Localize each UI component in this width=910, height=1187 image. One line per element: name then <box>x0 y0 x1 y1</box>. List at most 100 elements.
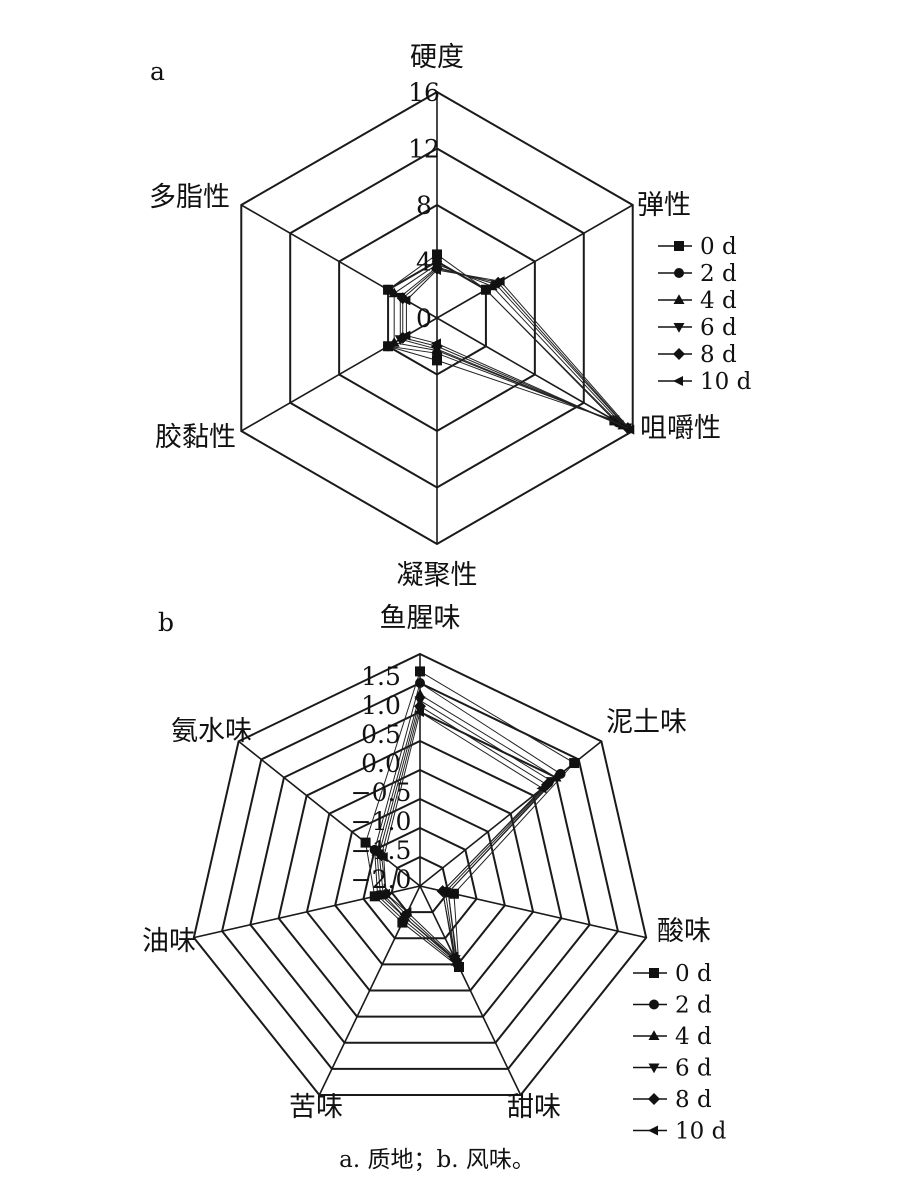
axis-spoke-3 <box>419 885 522 1096</box>
series-0-point-1 <box>569 758 580 769</box>
series-5-point-6 <box>377 852 388 863</box>
tick-label: 8 <box>416 191 432 220</box>
axis-label: 胶黏性 <box>155 422 236 453</box>
series-5-point-1 <box>536 783 547 794</box>
series-5-point-1 <box>494 276 505 287</box>
grid-ring-0 <box>390 855 450 914</box>
series-3 <box>394 263 633 434</box>
series-5-point-4 <box>401 907 412 918</box>
axis-label: 硬度 <box>410 42 464 73</box>
series-2-point-4 <box>388 336 400 347</box>
legend-label: 4 d <box>700 288 737 314</box>
tick-label: 1.5 <box>361 662 401 691</box>
series-0-point-0 <box>432 249 442 260</box>
series-4 <box>396 262 634 435</box>
legend-marker <box>674 268 684 278</box>
tick-label: 12 <box>408 135 440 164</box>
legend-marker <box>648 1093 660 1105</box>
legend-label: 4 d <box>675 1024 712 1050</box>
legend-marker <box>648 1125 658 1136</box>
grid-ring-6 <box>221 681 619 1070</box>
series-1-point-0 <box>415 678 425 688</box>
legend-label: 0 d <box>675 961 712 987</box>
axis-label: 苦味 <box>289 1092 343 1123</box>
axis-label: 多脂性 <box>149 182 230 213</box>
legend-marker <box>649 999 659 1010</box>
legend-label: 8 d <box>675 1087 712 1113</box>
series-0-point-3 <box>432 355 442 366</box>
series-5-point-5 <box>400 295 411 306</box>
axis-label: 泥土味 <box>606 707 687 738</box>
series-5-point-0 <box>431 264 441 275</box>
series-1-line <box>374 682 562 966</box>
legend-label: 10 d <box>700 369 752 395</box>
tick-label: −0.5 <box>351 778 412 807</box>
grid-ring-3 <box>305 768 535 992</box>
series-4-line <box>380 705 548 961</box>
legend-marker <box>648 1063 660 1074</box>
series-5 <box>400 264 635 435</box>
axis-label: 甜味 <box>507 1092 561 1123</box>
series-5-point-2 <box>436 886 447 897</box>
series-5-point-3 <box>447 951 458 962</box>
tick-label: 0 <box>416 304 432 333</box>
series-5-point-0 <box>414 707 424 717</box>
legend-label: 0 d <box>700 234 737 260</box>
figure-caption: a. 质地；b. 风味。 <box>339 1147 535 1173</box>
grid-ring-4 <box>277 739 563 1018</box>
series-0-line <box>365 670 575 969</box>
legend-label: 2 d <box>675 993 712 1019</box>
tick-label: 4 <box>416 248 432 277</box>
legend-marker <box>648 1030 660 1040</box>
axis-label: 酸味 <box>657 916 711 947</box>
legend-marker <box>673 323 685 333</box>
series-3-point-1 <box>546 777 558 787</box>
axis-spoke-6 <box>238 740 421 887</box>
legend-marker <box>674 241 684 251</box>
series-2-line <box>376 693 557 963</box>
panel-letter: a <box>150 57 165 86</box>
legend-label: 6 d <box>700 315 737 341</box>
legend-marker <box>673 376 683 386</box>
axis-label: 油味 <box>142 926 196 957</box>
legend: 0 d2 d4 d6 d8 d10 d <box>658 234 752 395</box>
tick-label: 16 <box>408 78 440 107</box>
tick-label: −1.0 <box>351 807 412 836</box>
series-0-point-0 <box>415 666 425 677</box>
series-1-point-5 <box>383 284 394 295</box>
series-5-point-4 <box>400 330 411 341</box>
series-5-line <box>383 711 544 958</box>
series-2 <box>388 258 629 430</box>
axis-label: 弹性 <box>637 190 691 221</box>
tick-label: −2.0 <box>351 865 412 894</box>
tick-label: 0.0 <box>361 749 401 778</box>
legend-label: 2 d <box>700 261 737 287</box>
panel-letter: b <box>158 608 174 637</box>
legend-label: 10 d <box>675 1119 727 1145</box>
axis-spoke-1 <box>436 204 634 319</box>
axis-label: 咀嚼性 <box>640 413 721 444</box>
series-3-line <box>378 699 553 961</box>
series-5 <box>377 707 547 962</box>
axis-spoke-2 <box>436 317 634 432</box>
series-0-point-2 <box>448 888 459 899</box>
legend-marker <box>673 294 685 304</box>
series-5-point-3 <box>431 338 441 349</box>
series-2-line <box>393 263 624 426</box>
legend: 0 d2 d4 d6 d8 d10 d <box>633 961 727 1145</box>
series-2-point-0 <box>414 688 426 699</box>
grid-ring-1 <box>362 826 478 940</box>
grid-ring-5 <box>249 710 591 1044</box>
flavor-radar-chart: b−2.0−1.5−1.0−0.50.00.51.01.5鱼腥味泥土味酸味甜味苦… <box>142 603 727 1145</box>
series-5-point-5 <box>380 888 391 899</box>
series-0-point-6 <box>360 837 371 848</box>
legend-label: 8 d <box>700 342 737 368</box>
legend-marker <box>673 348 685 360</box>
axis-label: 鱼腥味 <box>380 603 461 634</box>
tick-label: −1.5 <box>351 836 412 865</box>
tick-label: 0.5 <box>361 720 401 749</box>
series-5-point-2 <box>624 424 635 435</box>
grid-ring-7 <box>192 652 648 1097</box>
